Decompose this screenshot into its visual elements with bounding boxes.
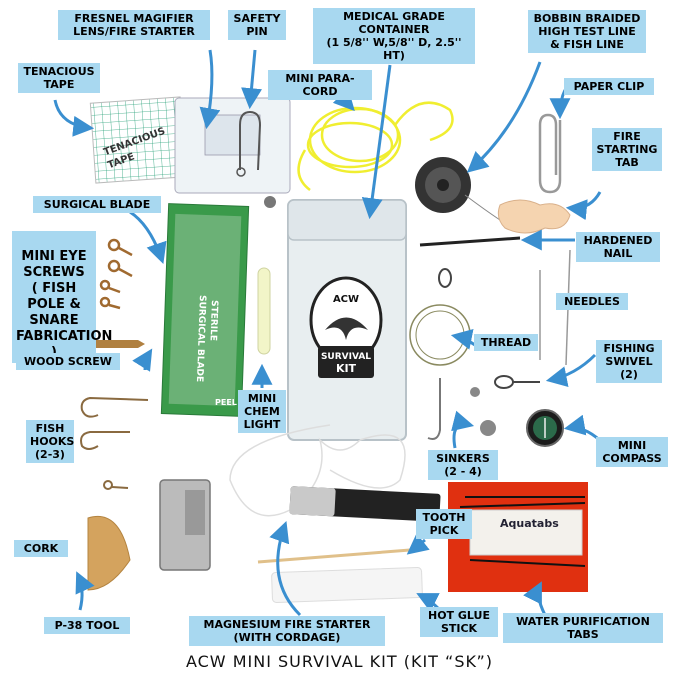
arrow-container (361, 64, 392, 220)
arrow-water-tabs (523, 581, 547, 616)
label-sinkers: SINKERS (2 - 4) (428, 450, 498, 480)
blade-print-line1: STERILE (208, 300, 219, 341)
label-bobbin: BOBBIN BRAIDED HIGH TEST LINE & FISH LIN… (528, 10, 646, 53)
p38-tool-item (159, 479, 211, 571)
kit-label-line1: SURVIVAL (321, 352, 371, 362)
arrow-thread (450, 329, 476, 350)
fire-tab-item (497, 199, 571, 234)
arrow-fresnel (199, 49, 221, 130)
label-water-tabs: WATER PURIFICATION TABS (503, 613, 663, 643)
label-mini-chem-light: MINI CHEM LIGHT (238, 390, 286, 433)
bobbin-item (415, 157, 501, 221)
label-mini-eye-screws: MINI EYE SCREWS ( FISH POLE & SNARE FABR… (12, 231, 112, 363)
wood-screw-item (95, 340, 145, 348)
small-hook-item (427, 378, 441, 440)
eye-screws-item (99, 238, 133, 310)
label-magnesium: MAGNESIUM FIRE STARTER (WITH CORDAGE) (189, 616, 385, 646)
blade-print-line2: SURGICAL BLADE (194, 295, 207, 382)
label-medical-container: MEDICAL GRADE CONTAINER (1 5/8'' W,5/8''… (313, 8, 475, 64)
label-hot-glue: HOT GLUE STICK (420, 607, 498, 637)
label-mini-eye-screws-main: MINI EYE SCREWS (21, 249, 87, 280)
aquatabs-brand-text: Aquatabs (500, 517, 559, 530)
cork-item (87, 516, 131, 591)
label-surgical-blade: SURGICAL BLADE (33, 196, 161, 213)
chem-light-item (257, 267, 271, 355)
label-mini-compass: MINI COMPASS (596, 437, 668, 467)
paper-clip-item (538, 113, 562, 194)
fishing-swivel-item (438, 268, 540, 389)
fish-hooks-item (80, 396, 149, 490)
sinker-1-item (480, 420, 496, 436)
label-safety-pin: SAFETY PIN (228, 10, 286, 40)
arrow-safety-pin (241, 49, 262, 110)
arrow-tape (53, 99, 95, 137)
sinker-2-item (470, 387, 480, 397)
label-mini-eye-screws-sub: ( FISH POLE & SNARE FABRICATION ) (16, 281, 113, 360)
kit-label-line2: KIT (336, 362, 357, 375)
blade-peel-text: PEEL (215, 398, 237, 407)
label-fish-hooks: FISH HOOKS (2-3) (26, 420, 74, 463)
label-tenacious-tape: TENACIOUS TAPE (18, 63, 100, 93)
label-p38: P-38 TOOL (44, 617, 130, 634)
label-cork: CORK (14, 540, 68, 557)
label-paper-clip: PAPER CLIP (564, 78, 654, 95)
arrow-bobbin (466, 61, 542, 173)
compass-item (526, 409, 564, 447)
label-arrows (53, 49, 607, 617)
arrow-blade (129, 210, 167, 264)
safety-pin-item (236, 110, 262, 177)
magnesium-starter-item (229, 424, 441, 522)
arrow-wood-screw (132, 348, 153, 372)
label-fire-tab: FIRE STARTING TAB (592, 128, 662, 171)
arrow-swivel (545, 353, 597, 387)
label-fishing-swivel: FISHING SWIVEL (2) (596, 340, 662, 383)
label-wood-screw: WOOD SCREW (16, 353, 120, 370)
kit-logo-text: ACW (333, 294, 359, 305)
small-screw-item (264, 196, 276, 208)
label-thread: THREAD (474, 334, 538, 351)
label-tooth-pick: TOOTH PICK (416, 509, 472, 539)
arrow-p38 (75, 571, 95, 611)
fresnel-lens (204, 114, 261, 156)
paracord-item (297, 101, 454, 191)
label-mini-paracord: MINI PARA-CORD (268, 70, 372, 100)
arrow-fire-tab (565, 191, 602, 221)
label-fresnel: FRESNEL MAGIFIER LENS/FIRE STARTER (58, 10, 210, 40)
label-needles: NEEDLES (556, 293, 628, 310)
medical-container-item: ACW SURVIVAL KIT (287, 199, 407, 441)
water-tabs-item: Aquatabs (448, 482, 588, 592)
surgical-blade-item: STERILE SURGICAL BLADE PEEL (160, 203, 250, 417)
thread-item (409, 304, 471, 366)
label-hardened-nail: HARDENED NAIL (576, 232, 660, 262)
diagram-caption: ACW MINI SURVIVAL KIT (KIT “SK”) (185, 652, 494, 671)
arrow-magnesium (269, 521, 302, 617)
arrow-sinkers (451, 410, 475, 449)
hardened-nail-item (419, 236, 521, 247)
arrow-tooth-pick (406, 533, 430, 555)
hot-glue-item (271, 567, 423, 603)
tooth-pick-item (257, 548, 411, 564)
tenacious-tape-item: TENACIOUS TAPE (89, 96, 187, 184)
